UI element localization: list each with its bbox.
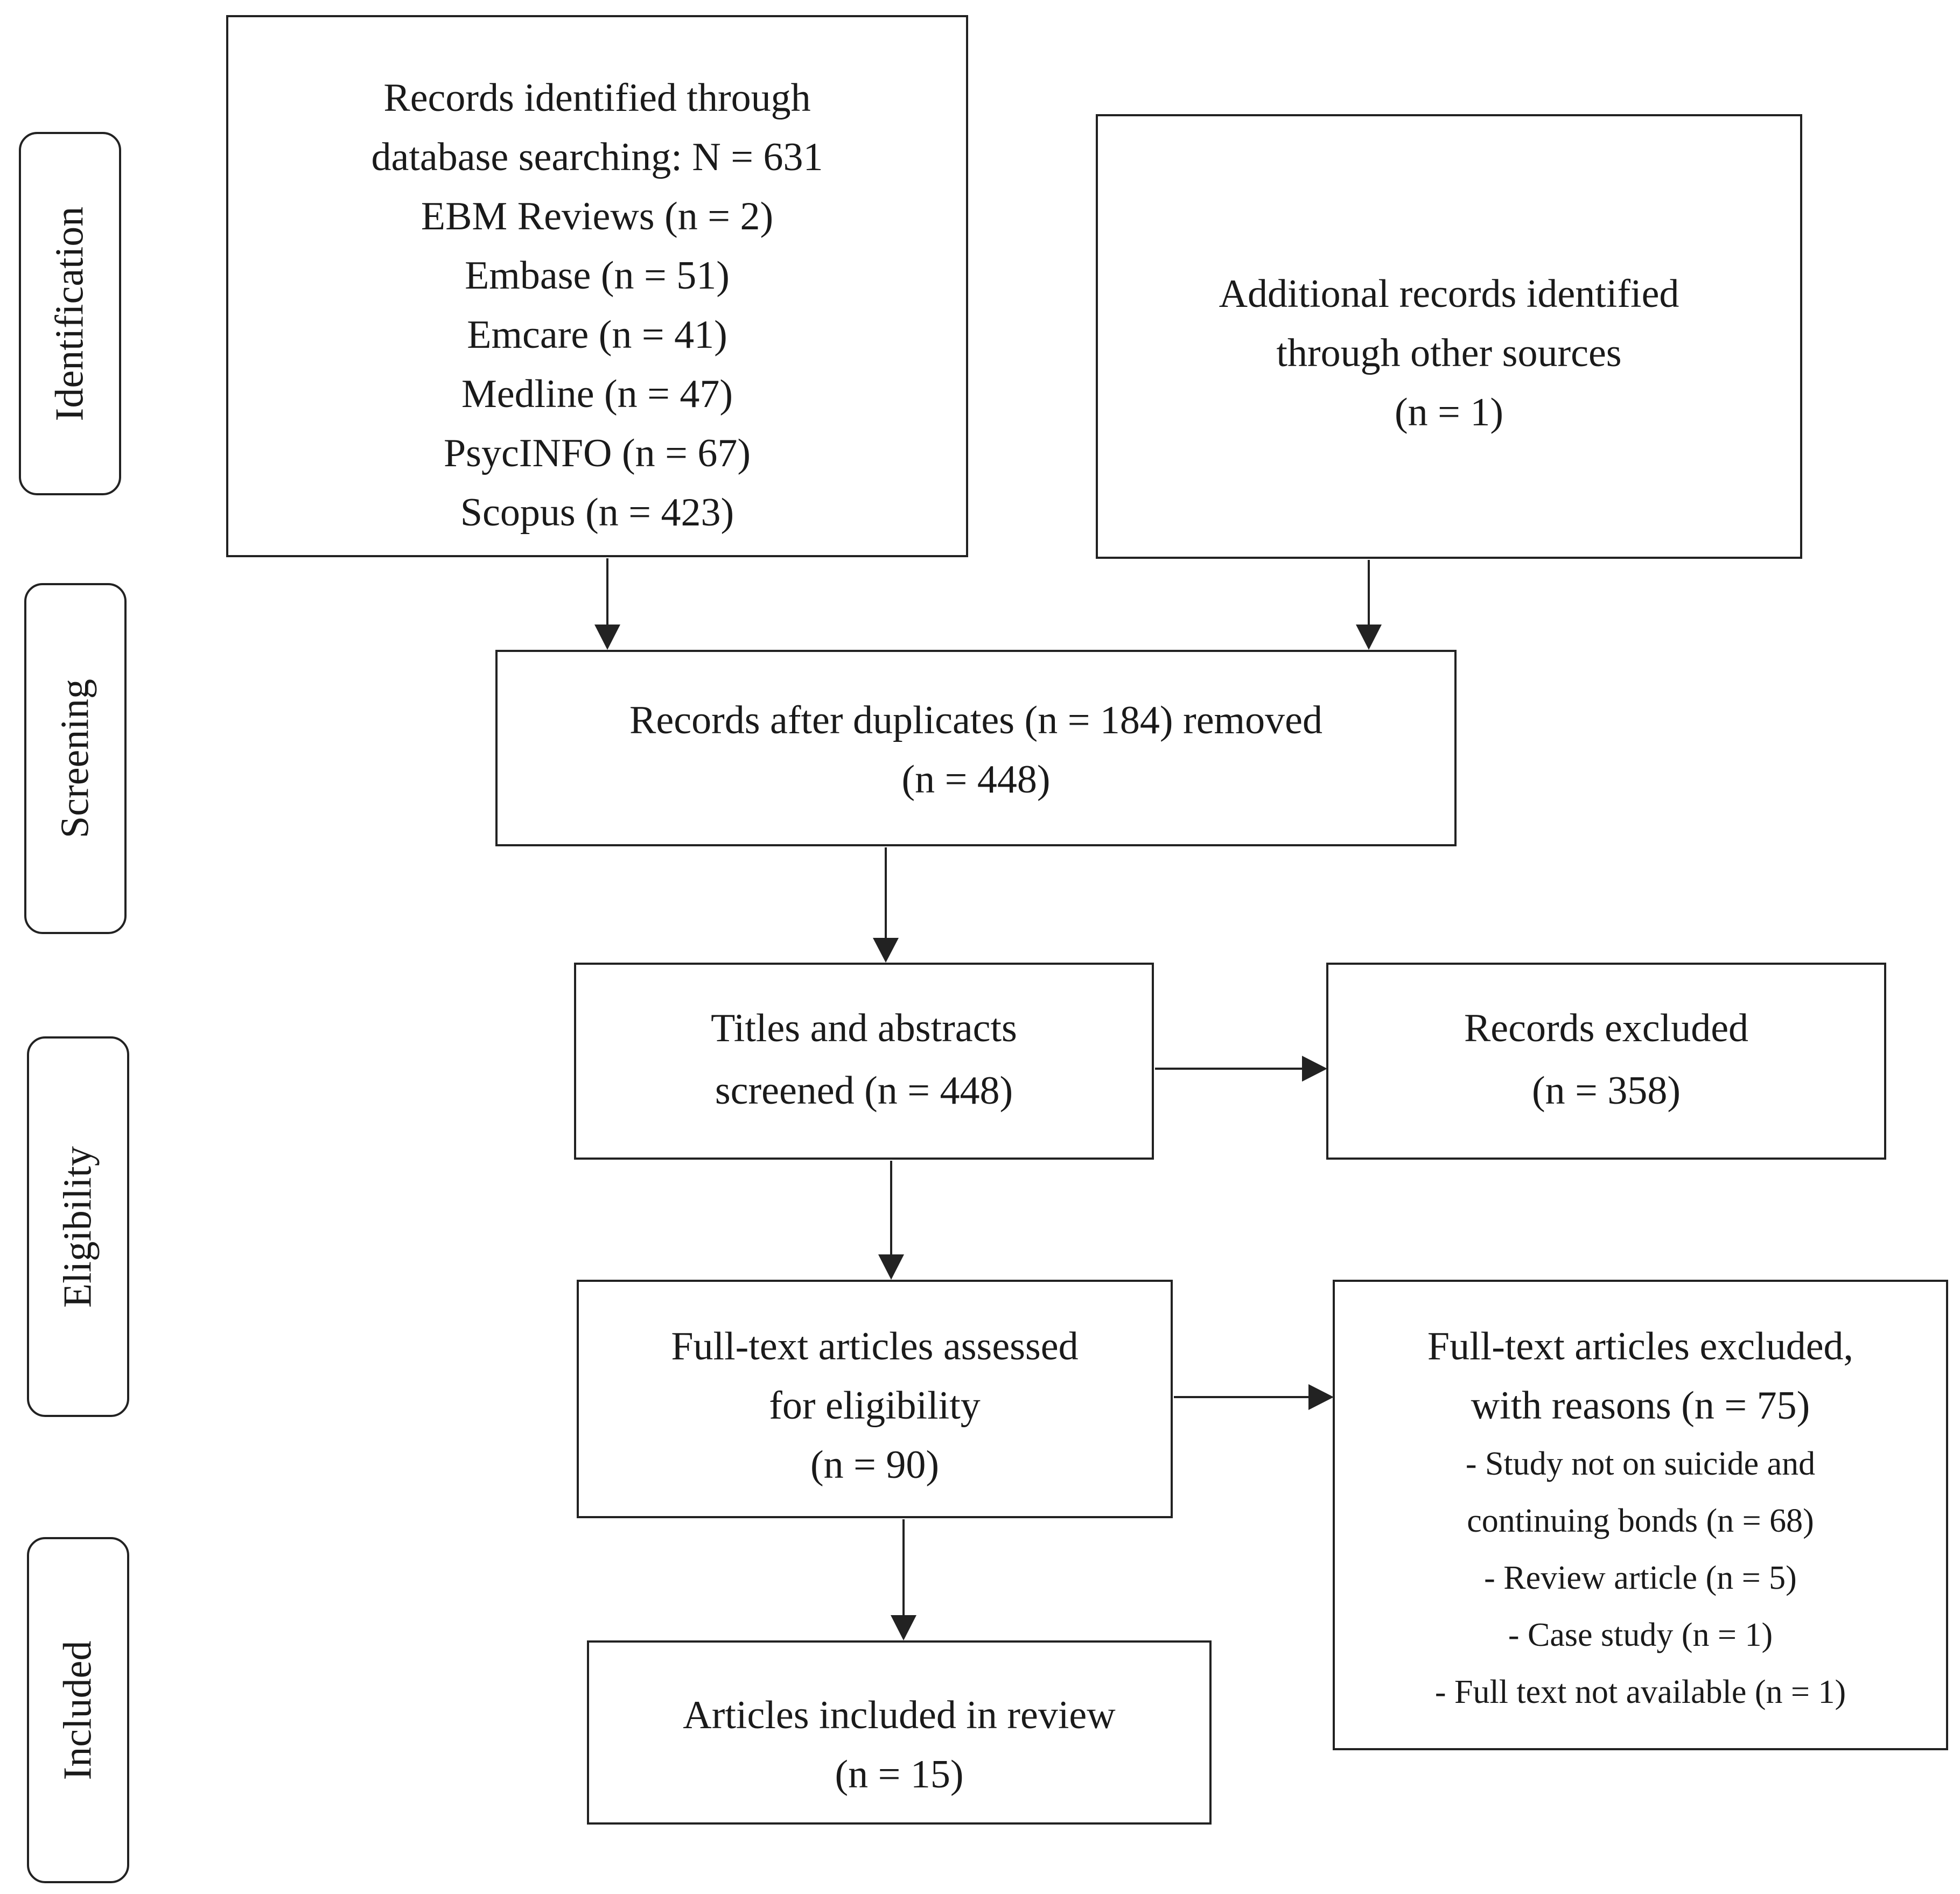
database-search-line-2: database searching: N = 631 [371,135,823,179]
screened-line-1: Titles and abstracts [711,1006,1017,1050]
full-text-assessed-line-1: Full-text articles assessed [671,1324,1079,1369]
screened-line-2: screened (n = 448) [715,1069,1013,1113]
reason-item: - Full text not available (n = 1) [1434,1674,1846,1710]
database-search-line-7: PsycINFO (n = 67) [444,431,751,475]
box-full-text-excluded: Full-text articles excluded, with reason… [1333,1280,1948,1750]
stage-eligibility: Eligibility [27,1036,129,1417]
box-other-sources: Additional records identified through ot… [1096,114,1802,559]
stage-screening: Screening [24,583,127,934]
box-screened: Titles and abstracts screened (n = 448) [574,963,1154,1160]
box-database-search: Records identified through database sear… [226,15,968,557]
full-text-assessed-line-2: for eligibility [769,1384,981,1428]
database-search-line-3: EBM Reviews (n = 2) [421,194,774,238]
arrowhead-screened-to-excluded [1302,1056,1327,1082]
box-full-text-assessed: Full-text articles assessed for eligibil… [577,1280,1173,1518]
arrowhead-assessed-to-included [891,1615,916,1640]
arrowhead-other-to-duplicates [1356,625,1382,650]
reason-item: - Case study (n = 1) [1508,1617,1773,1653]
box-after-duplicates: Records after duplicates (n = 184) remov… [495,650,1457,846]
reason-item: continuing bonds (n = 68) [1467,1503,1814,1539]
stage-included: Included [27,1537,129,1883]
included-line-2: (n = 15) [835,1752,964,1797]
box-included: Articles included in review (n = 15) [587,1640,1212,1825]
database-search-line-4: Embase (n = 51) [465,254,730,298]
full-text-excluded-line-2: with reasons (n = 75) [1471,1384,1810,1428]
other-sources-line-3: (n = 1) [1394,390,1504,434]
other-sources-line-2: through other sources [1276,331,1622,375]
after-duplicates-line-2: (n = 448) [901,757,1051,802]
other-sources-line-1: Additional records identified [1219,272,1679,316]
included-line-1: Articles included in review [683,1693,1116,1737]
full-text-excluded-line-1: Full-text articles excluded, [1427,1324,1854,1369]
stage-identification: Identification [19,132,121,495]
reason-item: - Review article (n = 5) [1484,1560,1797,1596]
full-text-assessed-line-3: (n = 90) [810,1443,940,1487]
reason-item: - Study not on suicide and [1465,1446,1816,1482]
arrowhead-screened-to-assessed [878,1254,904,1280]
after-duplicates-line-1: Records after duplicates (n = 184) remov… [629,698,1322,742]
database-search-line-6: Medline (n = 47) [461,372,733,416]
arrowhead-assessed-to-excluded [1308,1384,1334,1410]
box-records-excluded: Records excluded (n = 358) [1326,963,1886,1160]
database-search-line-8: Scopus (n = 423) [460,490,734,535]
arrowhead-duplicates-to-screened [873,938,899,963]
arrowhead-database-to-duplicates [594,625,620,650]
database-search-line-1: Records identified through [383,76,811,120]
records-excluded-line-2: (n = 358) [1531,1069,1681,1113]
database-search-line-5: Emcare (n = 41) [467,313,727,357]
records-excluded-line-1: Records excluded [1464,1006,1749,1050]
